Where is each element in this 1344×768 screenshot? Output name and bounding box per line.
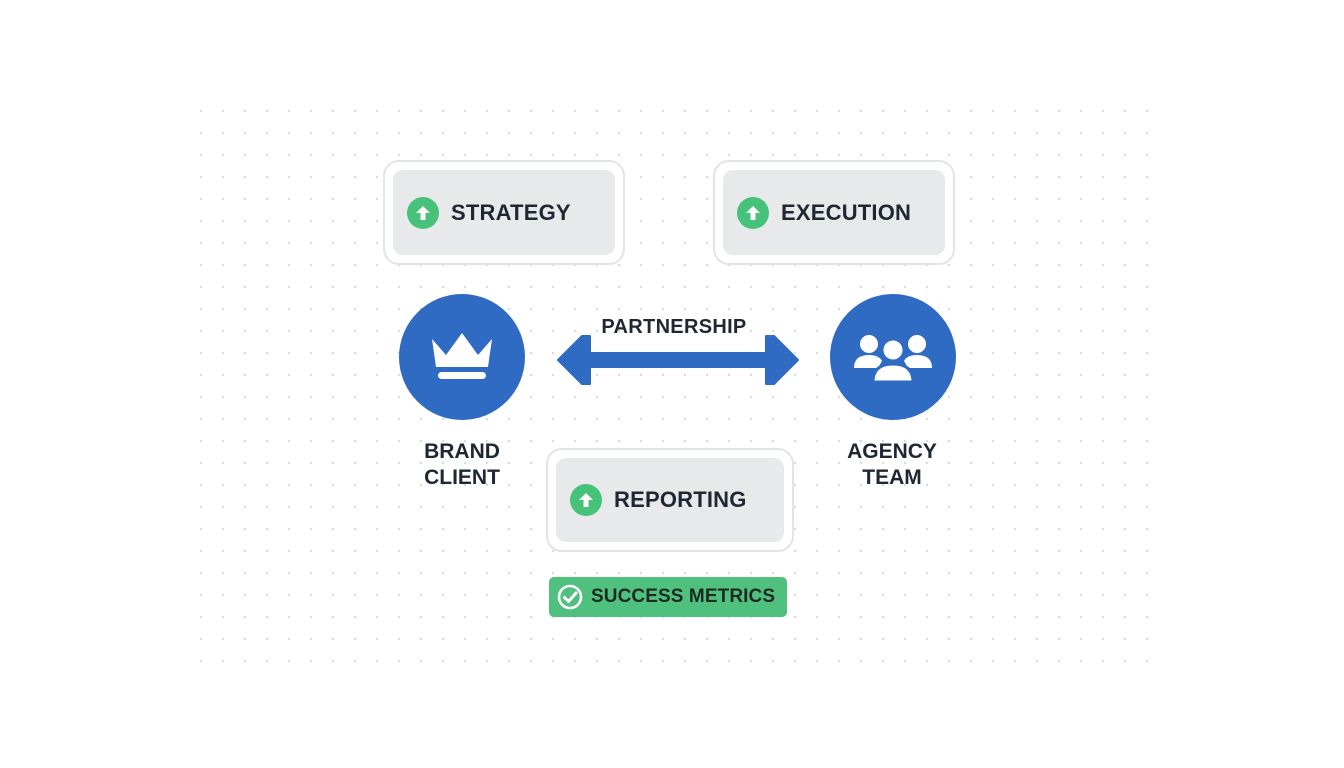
execution-card: EXECUTION (713, 160, 955, 265)
check-circle-icon (557, 584, 583, 610)
success-metrics-badge: SUCCESS METRICS (549, 577, 787, 617)
agency-team-label-line2: TEAM (862, 466, 922, 489)
dot-grid-background (190, 100, 1155, 672)
crown-icon (432, 333, 492, 379)
agency-team-node (830, 294, 956, 420)
brand-client-label-line2: CLIENT (424, 466, 500, 489)
execution-label: EXECUTION (781, 199, 912, 225)
partnership-label: PARTNERSHIP (601, 316, 747, 338)
success-metrics-label: SUCCESS METRICS (591, 586, 776, 607)
brand-client-label-line1: BRAND (424, 440, 500, 463)
team-icon (854, 335, 932, 384)
agency-team-label-line1: AGENCY (847, 440, 937, 463)
execution-card-inner: EXECUTION (723, 170, 945, 255)
brand-client-node (399, 294, 525, 420)
strategy-label: STRATEGY (451, 199, 571, 225)
strategy-card-inner: STRATEGY (393, 170, 615, 255)
double-arrow-icon (557, 335, 799, 385)
agency-team-label: AGENCY TEAM (812, 439, 972, 491)
arrow-up-circle-icon (737, 196, 769, 229)
brand-client-label: BRAND CLIENT (382, 439, 542, 491)
arrow-up-circle-icon (407, 196, 439, 229)
strategy-card: STRATEGY (383, 160, 625, 265)
reporting-card: REPORTING (546, 448, 794, 552)
reporting-card-inner: REPORTING (556, 458, 784, 542)
arrow-up-circle-icon (570, 484, 602, 516)
reporting-label: REPORTING (614, 487, 747, 512)
